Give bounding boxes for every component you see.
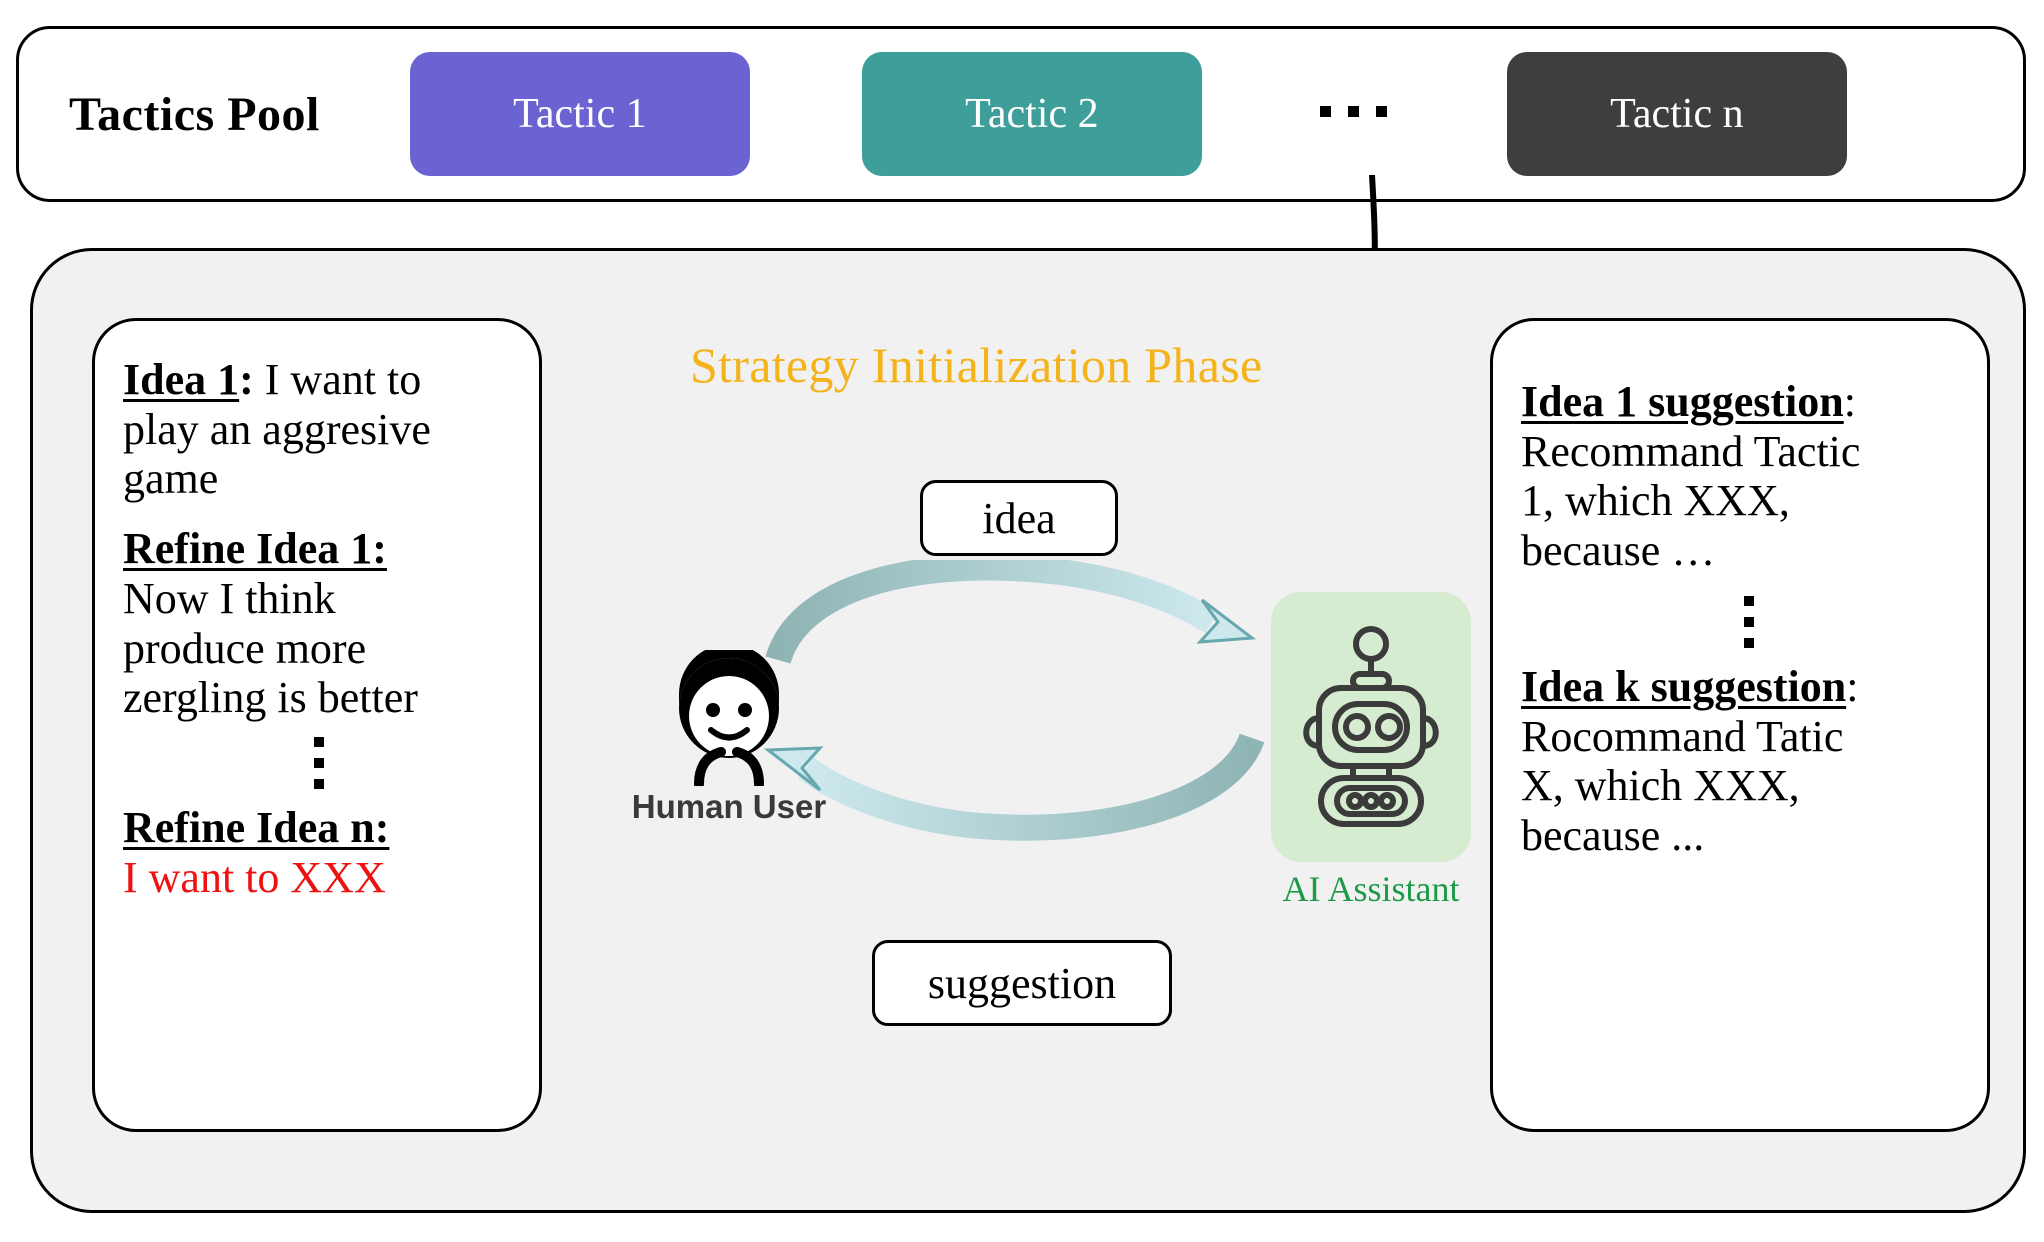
idea-1-colon: : <box>239 355 254 404</box>
idea-1-suggestion-line-2: 1, which XXX, <box>1521 476 1790 526</box>
human-user-label: Human User <box>631 788 827 825</box>
refine-idea-1-line-2: produce more <box>123 623 367 673</box>
interaction-cycle-arrows-icon <box>763 560 1265 841</box>
tactic-chip-n-label: Tactic n <box>1610 91 1744 137</box>
refine-idea-n-label: Refine Idea n: <box>123 803 390 853</box>
idea-1-text-line-1: I want to <box>253 355 422 404</box>
idea-k-suggestion-block: Idea k suggestion: Rocommand Tatic X, wh… <box>1521 662 1977 861</box>
tactic-chip-1[interactable]: Tactic 1 <box>409 52 750 176</box>
idea-label-text: idea <box>982 493 1056 543</box>
idea-k-suggestion-colon: : <box>1846 661 1859 711</box>
idea-1-block: Idea 1: I want to play an aggresive game <box>123 355 515 504</box>
idea-k-suggestion-line-1: Rocommand Tatic <box>1521 711 1844 761</box>
tactic-chip-n[interactable]: Tactic n <box>1506 52 1847 176</box>
ai-assistant-figure: AI Assistant <box>1262 592 1480 910</box>
suggestion-label-text: suggestion <box>927 958 1117 1008</box>
user-ideas-panel: Idea 1: I want to play an aggresive game… <box>92 318 542 1132</box>
idea-k-suggestion-line-3: because ... <box>1521 811 1705 861</box>
human-user-icon <box>679 650 779 786</box>
idea-1-suggestion-block: Idea 1 suggestion: Recommand Tactic 1, w… <box>1521 377 1977 576</box>
refine-idea-1-line-3: zergling is better <box>123 673 418 723</box>
idea-1-suggestion-line-1: Recommand Tactic <box>1521 426 1861 476</box>
tactic-chip-1-label: Tactic 1 <box>513 91 647 137</box>
idea-1-text-line-2: play an aggresive <box>123 404 431 454</box>
idea-label-box: idea <box>920 480 1118 556</box>
refine-idea-n-text: I want to XXX <box>123 852 386 902</box>
left-panel-vertical-ellipsis-icon <box>123 737 515 790</box>
ai-assistant-label: AI Assistant <box>1282 869 1460 909</box>
idea-1-label: Idea 1 <box>123 355 240 404</box>
ai-assistant-badge <box>1271 592 1471 862</box>
idea-1-suggestion-line-3: because … <box>1521 526 1716 576</box>
refine-idea-1-label: Refine Idea 1: <box>123 524 387 574</box>
refine-idea-1-block: Refine Idea 1: Now I think produce more … <box>123 524 515 723</box>
idea-1-text-line-3: game <box>123 454 219 504</box>
right-panel-vertical-ellipsis-icon <box>1521 595 1977 648</box>
idea-1-suggestion-colon: : <box>1843 377 1856 426</box>
human-user-figure: Human User <box>620 650 838 826</box>
tactics-pool-title: Tactics Pool <box>69 87 320 141</box>
phase-title: Strategy Initialization Phase <box>690 337 1263 393</box>
tactic-chip-2-label: Tactic 2 <box>965 91 1099 137</box>
robot-icon <box>1303 626 1439 827</box>
tactics-pool-bar: Tactics Pool Tactic 1 Tactic 2 Tactic n <box>16 26 2026 202</box>
ai-suggestions-panel: Idea 1 suggestion: Recommand Tactic 1, w… <box>1490 318 1990 1132</box>
idea-k-suggestion-label: Idea k suggestion <box>1521 661 1847 711</box>
refine-idea-1-line-1: Now I think <box>123 573 336 623</box>
idea-k-suggestion-line-2: X, which XXX, <box>1521 761 1800 811</box>
suggestion-label-box: suggestion <box>872 940 1172 1026</box>
tactic-chip-2[interactable]: Tactic 2 <box>861 52 1202 176</box>
tactics-ellipsis-icon <box>1319 105 1387 123</box>
idea-1-suggestion-label: Idea 1 suggestion <box>1521 377 1844 426</box>
refine-idea-n-block: Refine Idea n: I want to XXX <box>123 803 515 902</box>
